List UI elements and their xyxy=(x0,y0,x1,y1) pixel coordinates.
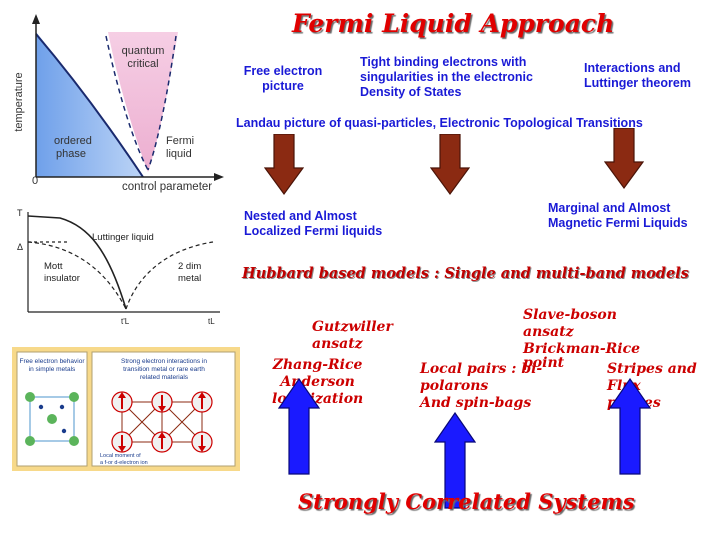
crossover-right xyxy=(147,35,177,171)
ylabel: temperature xyxy=(13,72,25,131)
2dim-label: 2 dim xyxy=(178,261,201,272)
phase-label: phase xyxy=(56,148,86,160)
left-boundary-solid xyxy=(27,215,127,310)
xlabel: control parameter xyxy=(122,181,212,193)
spin-site xyxy=(151,431,173,453)
electron xyxy=(61,428,67,434)
right-boundary xyxy=(125,241,214,310)
phase-diagram: temperature control parameter 0 quantum … xyxy=(13,14,224,193)
ion xyxy=(25,436,35,446)
luttinger-diagram: T Δ Luttinger liquid Mott insulator 2 di… xyxy=(17,208,220,326)
luttinger-liquid-label: Luttinger liquid xyxy=(92,232,154,243)
mott-label: Mott xyxy=(44,261,63,272)
left-boundary-dashed xyxy=(27,241,127,310)
tl2-label: tL xyxy=(208,317,215,326)
y-axis-arrow xyxy=(32,14,40,24)
electron-illustration: Free electron behavior in simple metals … xyxy=(12,347,240,471)
phase-boundary xyxy=(35,33,144,178)
spin-site xyxy=(191,431,213,453)
tl1-label: t'L xyxy=(121,317,130,326)
hubbard-title: Hubbard based models : Single and multi-… xyxy=(242,265,689,282)
free-electron-panel xyxy=(16,351,88,467)
interactions-label: Interactions and Luttinger theorem xyxy=(584,61,691,90)
moment-caption-1: Local moment of xyxy=(100,453,141,459)
down-arrow-2 xyxy=(430,134,470,196)
corr-caption-1: Strong electron interactions in xyxy=(121,358,207,365)
quantum-label: quantum xyxy=(122,45,165,57)
insulator-label: insulator xyxy=(44,273,80,284)
corr-caption-2: transition metal or rare earth xyxy=(123,366,205,373)
ion xyxy=(69,436,79,446)
bottom-title: Strongly Correlated Systems xyxy=(298,489,635,514)
liquid-label: liquid xyxy=(166,148,192,160)
crossover-left xyxy=(105,35,149,171)
gutzwiller-label: Gutzwiller ansatz xyxy=(312,319,393,352)
spin-site xyxy=(191,391,213,413)
landau-label: Landau picture of quasi-particles, Elect… xyxy=(236,116,643,130)
fermi-label: Fermi xyxy=(166,135,194,147)
free-caption-1: Free electron behavior xyxy=(19,358,85,365)
metal-label: metal xyxy=(178,273,201,284)
marginal-label: Marginal and Almost Magnetic Fermi Liqui… xyxy=(548,201,688,230)
page-title: Fermi Liquid Approach xyxy=(292,9,615,38)
tight-binding-label: Tight binding electrons with singulariti… xyxy=(360,55,533,99)
nested-label: Nested and Almost Localized Fermi liquid… xyxy=(244,209,383,238)
spin-site xyxy=(151,391,173,413)
origin-label: 0 xyxy=(32,175,38,187)
x-axis-arrow xyxy=(214,173,224,181)
down-arrow-1 xyxy=(264,134,304,196)
spin-site xyxy=(111,431,133,453)
ordered-label: ordered xyxy=(54,135,92,147)
corr-caption-3: related materials xyxy=(140,374,189,381)
up-arrow-2 xyxy=(434,412,476,509)
critical-label: critical xyxy=(127,58,158,70)
free-caption-2: in simple metals xyxy=(29,366,76,373)
moment-caption-2: a f-or d-electron ion xyxy=(100,460,148,466)
t-label: T xyxy=(17,208,23,218)
delta-label: Δ xyxy=(17,242,23,252)
up-arrow-3 xyxy=(609,378,651,475)
up-arrow-1 xyxy=(278,378,320,475)
spring-network xyxy=(121,401,203,443)
free-electron-label: Free electron picture xyxy=(243,64,323,93)
down-arrow-3 xyxy=(604,128,644,190)
quantum-critical-region xyxy=(108,32,178,172)
electron xyxy=(38,404,44,410)
local-pairs-label: Local pairs : bi- polarons And spin-bags xyxy=(420,361,543,411)
ion xyxy=(69,392,79,402)
slave-boson-label: Slave-boson ansatz Brickman-Rice point xyxy=(523,307,641,371)
electron xyxy=(59,404,65,410)
lattice-square xyxy=(29,396,75,442)
spin-site xyxy=(111,391,133,413)
ion xyxy=(25,392,35,402)
ion xyxy=(47,414,57,424)
ordered-region xyxy=(36,32,143,177)
